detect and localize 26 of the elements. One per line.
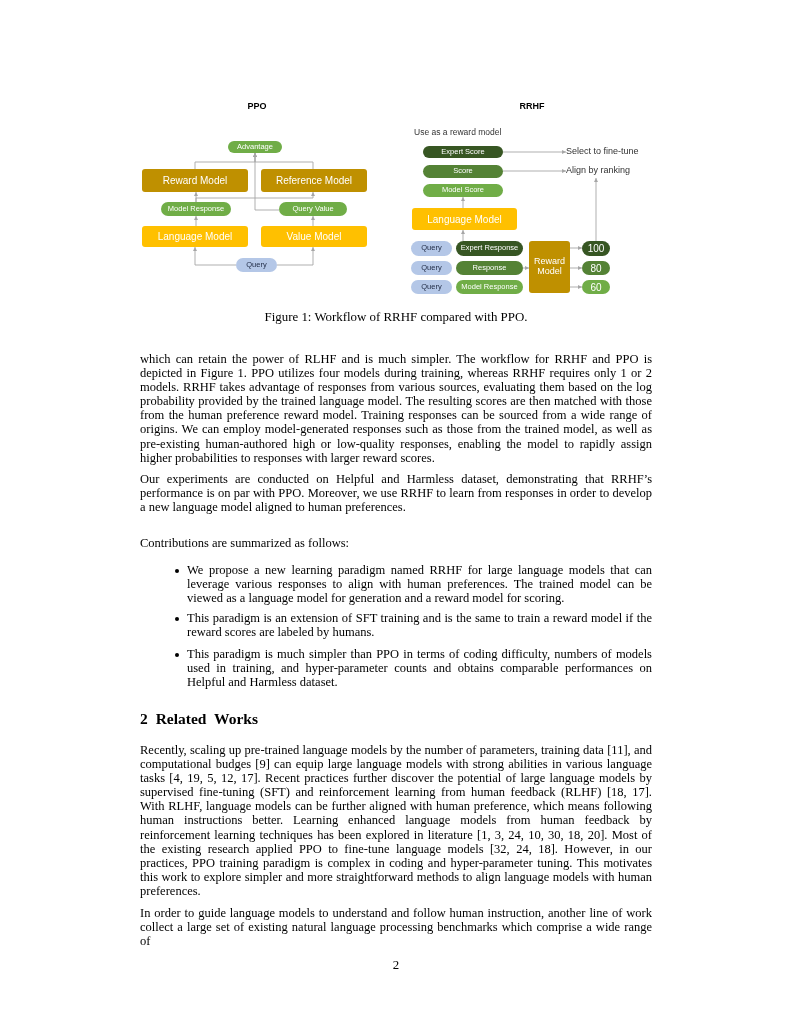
page-number: 2: [391, 958, 401, 973]
score-pill: 80: [582, 261, 610, 275]
model-box: Value Model: [261, 226, 367, 247]
annotation-text: Select to fine-tune: [566, 145, 656, 159]
annotation-text: Align by ranking: [566, 164, 646, 178]
body-paragraph: Our experiments are conducted on Helpful and Harmless dataset, demonstrating that RRHF’s performance is on par with PPO. Moreover, we use RRHF to learn from responses in order to develop a new language model aligned to human preferences.: [140, 472, 652, 515]
list-item: This paradigm is an extension of SFT training and is the same to train a reward model if the reward scores are labeled by humans.: [187, 611, 652, 640]
score-pill: 60: [582, 280, 610, 294]
score-pill: 100: [582, 241, 610, 256]
body-paragraph: Recently, scaling up pre-trained language models by the number of parameters, training data [11], and computational budges [9] can equip large language models with strong abilities in various language tasks [4, 19, 5, 12, 17]. Recent practices further discover the potential of large language models by supervised fine-tuning (SFT) and reinforcement learning from human feedback (RLHF) [18, 17]. With RLHF, language models can be further aligned with human preference, which means following human instructions better. Learning enhanced language models from human feedback by reinforcement learning techniques has been explored in literature [1, 3, 24, 10, 30, 18, 20]. Most of the existing research applied PPO to fine-tune language models [32, 24, 18]. However, in our practices, PPO training paradigm is complex in coding and hyper-parameter tuning. This motivates this work to explore simpler and more straightforward methods to align language models with human preferences.: [140, 743, 652, 899]
list-item: This paradigm is much simpler than PPO in terms of coding difficulty, numbers of models used in training, and hyper-parameter counts and obtains comparable performances on Helpful and Harmless dataset.: [187, 647, 652, 690]
model-box: Reference Model: [261, 169, 367, 192]
model-box: Language Model: [412, 208, 517, 230]
model-box: Reward Model: [142, 169, 248, 192]
list-item: We propose a new learning paradigm named RRHF for large language models that can leverage various responses to align with human preferences. The trained model can be viewed as a language model for generation and a reward model for scoring.: [187, 563, 652, 606]
model-box: Language Model: [142, 226, 248, 247]
arrow: [522, 266, 530, 270]
body-paragraph: Contributions are summarized as follows:: [140, 536, 350, 551]
section-heading: 2 Related Works: [140, 710, 258, 728]
annotation-text: Use as a reward model: [414, 127, 502, 137]
model-box: Reward Model: [529, 241, 570, 293]
body-paragraph: In order to guide language models to understand and follow human instruction, another line of work collect a large set of existing natural language processing benchmarks which comprise a wide range of: [140, 906, 652, 949]
body-paragraph: which can retain the power of RLHF and is much simpler. The workflow for RRHF and PPO is depicted in Figure 1. PPO utilizes four models during training, whereas RRHF requires only 1 or 2 models. RRHF takes advantage of responses from various sources, evaluating them based on the log probability provided by the trained language model. The resulting scores are then matched with those from the human preference reward model. Training responses can be sourced from a wide range of origins. We can employ model-generated responses such as those from the trained model, as well as pre-existing human-authored high or low-quality responses, enabling the model to rapidly assign higher probabilities to responses with larger reward scores.: [140, 352, 652, 465]
panel-title: RRHF: [518, 101, 546, 111]
figure-caption: Figure 1: Workflow of RRHF compared with PPO.: [263, 310, 529, 325]
panel-title: PPO: [246, 101, 268, 111]
